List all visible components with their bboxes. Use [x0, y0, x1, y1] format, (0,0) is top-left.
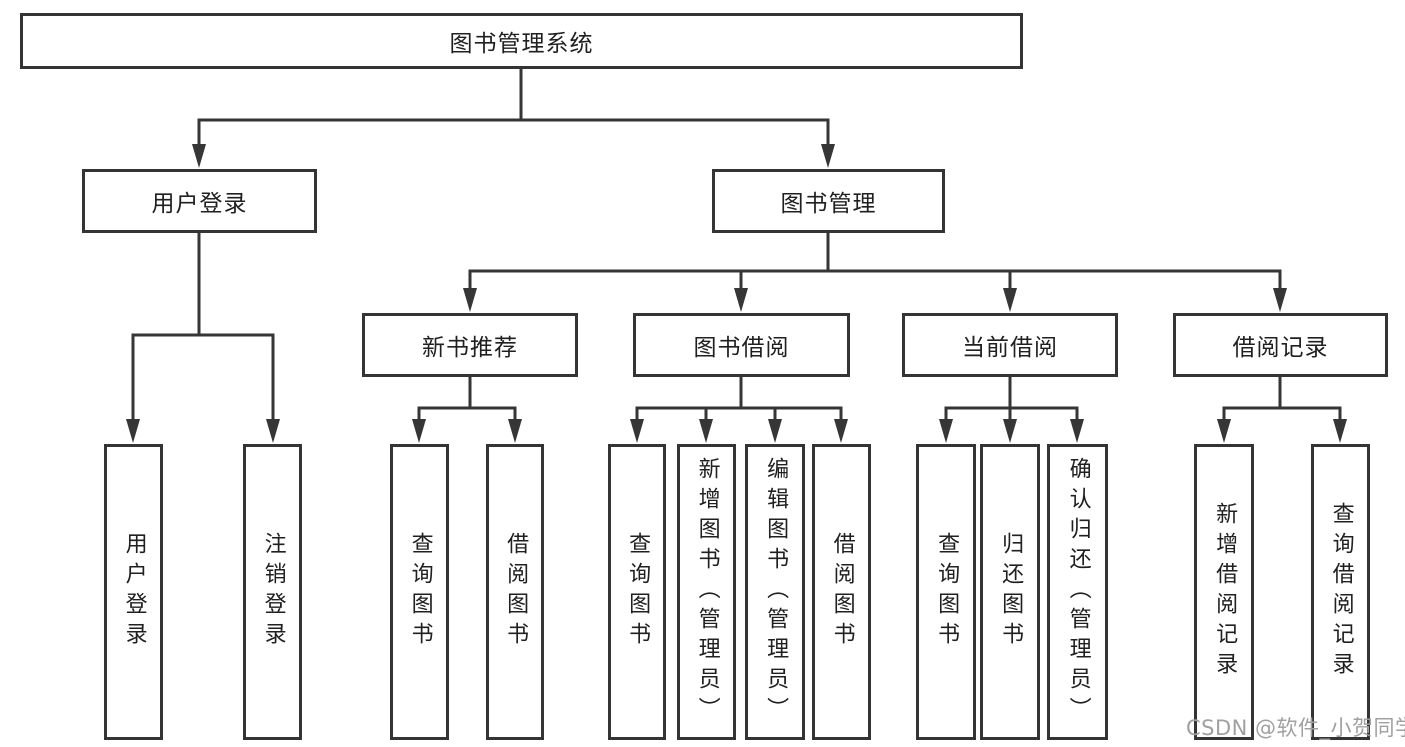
arrow-down-icon — [821, 144, 835, 168]
leaf-cb-query-books: 查询图书 — [916, 444, 976, 740]
node-label: 借阅记录 — [1232, 335, 1329, 361]
node-label: 编辑图书（管理员） — [763, 457, 789, 727]
node-label: 查询图书 — [934, 532, 960, 652]
node-label: 归还图书 — [998, 532, 1024, 652]
arrow-down-icon — [834, 419, 848, 443]
leaf-logout: 注销登录 — [243, 444, 302, 740]
edge-current-borrowing — [939, 377, 1084, 443]
edge-book-management — [463, 233, 1287, 312]
arrow-down-icon — [1070, 419, 1084, 443]
edge-lines — [468, 233, 1282, 296]
node-label: 用户登录 — [121, 532, 147, 652]
arrow-down-icon — [768, 419, 782, 443]
node-label: 确认归还（管理员） — [1065, 457, 1091, 727]
arrow-down-icon — [630, 419, 644, 443]
arrow-down-icon — [192, 144, 206, 168]
arrow-down-icon — [1217, 419, 1231, 443]
edge-root — [192, 69, 835, 168]
edge-lines — [417, 377, 517, 426]
arrow-down-icon — [126, 419, 140, 443]
edge-user-login — [126, 233, 280, 443]
node-label: 借阅图书 — [503, 532, 529, 652]
arrow-down-icon — [463, 288, 477, 312]
edge-book-borrowing — [630, 377, 848, 443]
edge-borrowing-records — [1217, 377, 1347, 443]
node-label: 图书借阅 — [693, 335, 790, 361]
arrow-down-icon — [1333, 419, 1347, 443]
edge-lines — [197, 69, 830, 152]
leaf-bb-borrow-books: 借阅图书 — [812, 444, 871, 740]
node-borrowing-records: 借阅记录 — [1173, 313, 1388, 377]
node-label: 借阅图书 — [829, 532, 855, 652]
edge-lines — [1222, 377, 1342, 426]
arrow-down-icon — [699, 419, 713, 443]
leaf-cb-confirm-return-admin: 确认归还（管理员） — [1047, 444, 1108, 740]
node-label: 用户登录 — [151, 191, 248, 217]
leaf-user-login: 用户登录 — [104, 444, 163, 740]
leaf-br-query-record: 查询借阅记录 — [1311, 444, 1370, 740]
watermark: CSDN @软件_小贺同学 — [1186, 716, 1405, 740]
leaf-bb-edit-books-admin: 编辑图书（管理员） — [745, 444, 805, 740]
arrow-down-icon — [1003, 288, 1017, 312]
edge-lines — [635, 377, 843, 426]
leaf-cb-return-books: 归还图书 — [980, 444, 1040, 740]
node-label: 图书管理 — [780, 191, 877, 217]
leaf-bb-add-books-admin: 新增图书（管理员） — [677, 444, 736, 740]
node-label: 查询借阅记录 — [1328, 502, 1354, 682]
node-label: 新书推荐 — [422, 335, 518, 361]
edge-lines — [131, 233, 275, 426]
arrow-down-icon — [508, 419, 522, 443]
arrow-down-icon — [266, 419, 280, 443]
node-user-login: 用户登录 — [82, 169, 317, 233]
arrow-down-icon — [734, 288, 748, 312]
node-label: 查询图书 — [625, 532, 651, 652]
node-label: 查询图书 — [407, 532, 433, 652]
arrow-down-icon — [1273, 288, 1287, 312]
leaf-bb-query-books: 查询图书 — [608, 444, 666, 740]
node-label: 当前借阅 — [962, 335, 1058, 361]
node-current-borrowing: 当前借阅 — [902, 313, 1118, 377]
arrow-down-icon — [412, 419, 426, 443]
edge-new-book-recommendation — [412, 377, 522, 443]
node-label: 图书管理系统 — [449, 31, 594, 57]
leaf-br-add-record: 新增借阅记录 — [1194, 444, 1254, 740]
node-label: 新增图书（管理员） — [694, 457, 720, 727]
edge-lines — [944, 377, 1079, 426]
node-label: 注销登录 — [260, 532, 286, 652]
node-label: 新增借阅记录 — [1212, 502, 1238, 682]
node-book-borrowing: 图书借阅 — [633, 313, 850, 377]
node-new-book-recommendation: 新书推荐 — [362, 313, 578, 377]
leaf-nb-query-books: 查询图书 — [390, 444, 449, 740]
leaf-nb-borrow-books: 借阅图书 — [486, 444, 544, 740]
arrow-down-icon — [939, 419, 953, 443]
arrow-down-icon — [1003, 419, 1017, 443]
node-book-management: 图书管理 — [712, 169, 945, 233]
node-library-management-system: 图书管理系统 — [20, 13, 1023, 69]
